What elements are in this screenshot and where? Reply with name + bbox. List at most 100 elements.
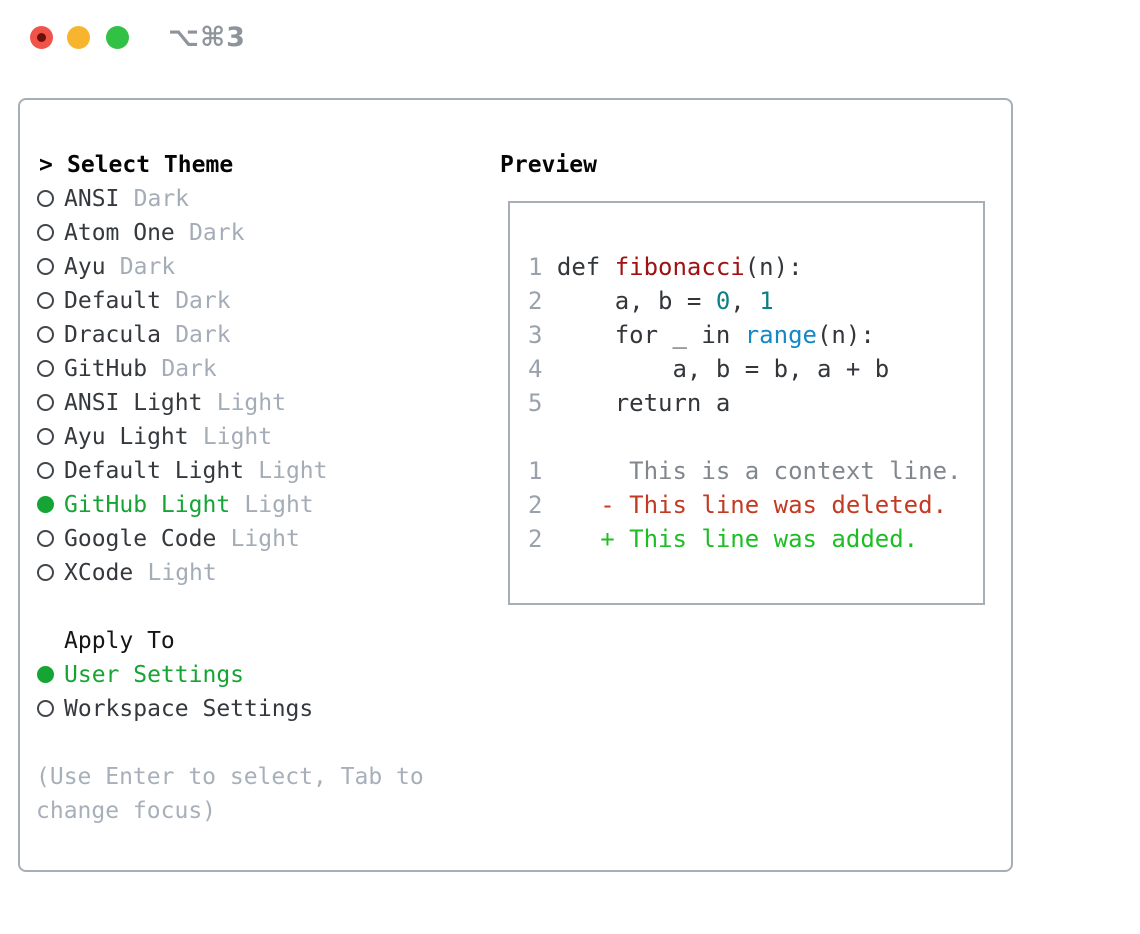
theme-name: ANSI <box>64 186 120 212</box>
help-line-1: (Use Enter to select, Tab to <box>36 764 424 790</box>
line-number: 1 <box>528 253 543 281</box>
radio-icon <box>36 318 64 353</box>
close-dot-icon <box>37 33 46 42</box>
code-token: 0 <box>715 287 731 315</box>
radio-icon <box>36 182 64 217</box>
caret-icon: > <box>39 152 53 178</box>
theme-name: XCode <box>64 560 134 586</box>
preview-line: 1 def fibonacci(n): <box>528 250 983 284</box>
code-token: (n): <box>816 321 875 349</box>
theme-option-ayu-light[interactable]: Ayu Light Light <box>36 420 486 454</box>
apply-option-user-settings[interactable]: User Settings <box>36 658 486 692</box>
apply-option-label: User Settings <box>64 662 245 688</box>
apply-to-title: Apply To <box>64 628 175 654</box>
code-token: a, b = <box>556 287 716 315</box>
theme-variant-label: Dark <box>175 322 231 348</box>
theme-name: GitHub Light <box>64 492 231 518</box>
preview-line: 2 + This line was added. <box>528 522 983 556</box>
theme-option-default-light[interactable]: Default Light Light <box>36 454 486 488</box>
theme-name: ANSI Light <box>64 390 203 416</box>
theme-variant-label: Light <box>202 424 273 450</box>
radio-selected-icon <box>36 658 64 693</box>
theme-name: Default Light <box>64 458 245 484</box>
theme-name: Ayu Light <box>64 424 189 450</box>
theme-option-default[interactable]: Default Dark <box>36 284 486 318</box>
theme-option-dracula[interactable]: Dracula Dark <box>36 318 486 352</box>
radio-icon <box>36 454 64 489</box>
radio-icon <box>36 250 64 285</box>
apply-to-header: Apply To <box>36 624 486 658</box>
theme-option-github[interactable]: GitHub Dark <box>36 352 486 386</box>
close-button[interactable] <box>30 26 53 49</box>
theme-option-xcode[interactable]: XCode Light <box>36 556 486 590</box>
radio-icon <box>36 386 64 421</box>
code-token: - This line was deleted. <box>556 491 948 519</box>
code-token: (n): <box>744 253 803 281</box>
maximize-button[interactable] <box>106 26 129 49</box>
theme-variant-label: Dark <box>175 288 231 314</box>
radio-icon <box>36 556 64 591</box>
preview-line: 2 - This line was deleted. <box>528 488 983 522</box>
select-theme-header: > Select Theme <box>36 148 486 182</box>
theme-variant-label: Light <box>258 458 328 484</box>
code-token: This is a context line. <box>556 457 962 485</box>
theme-variant-label: Dark <box>161 356 217 382</box>
preview-line: 3 for _ in range(n): <box>528 318 983 352</box>
code-token: range <box>744 321 817 349</box>
line-number: 2 <box>528 287 543 315</box>
code-token: + This line was added. <box>556 525 919 553</box>
theme-variant-label: Light <box>230 526 300 552</box>
radio-icon <box>36 420 64 455</box>
theme-option-github-light[interactable]: GitHub Light Light <box>36 488 486 522</box>
theme-name: Google Code <box>64 526 217 552</box>
code-token: def <box>556 253 615 281</box>
theme-option-ansi[interactable]: ANSI Dark <box>36 182 486 216</box>
preview-title: Preview <box>500 152 597 178</box>
code-token: , <box>730 287 760 315</box>
radio-icon <box>36 692 64 727</box>
preview-line <box>528 420 983 454</box>
theme-option-google-code[interactable]: Google Code Light <box>36 522 486 556</box>
code-token: return a <box>556 389 731 417</box>
code-token: fibonacci <box>614 253 745 281</box>
minimize-button[interactable] <box>67 26 90 49</box>
radio-icon <box>36 352 64 387</box>
theme-name: Default <box>64 288 161 314</box>
theme-option-ansi-light[interactable]: ANSI Light Light <box>36 386 486 420</box>
theme-variant-label: Light <box>244 492 314 518</box>
line-number: 4 <box>528 355 543 383</box>
radio-icon <box>36 284 64 319</box>
apply-option-workspace-settings[interactable]: Workspace Settings <box>36 692 486 726</box>
code-token: 1 <box>759 287 774 315</box>
theme-name: Ayu <box>64 254 106 280</box>
radio-icon <box>36 522 64 557</box>
theme-variant-label: Light <box>216 390 286 416</box>
keyboard-shortcut-label: ⌥⌘3 <box>168 22 246 53</box>
line-number: 2 <box>528 525 543 553</box>
select-theme-title: Select Theme <box>67 152 234 178</box>
theme-name: Atom One <box>64 220 175 246</box>
apply-option-label: Workspace Settings <box>64 696 314 722</box>
line-number: 5 <box>528 389 543 417</box>
theme-name: Dracula <box>64 322 161 348</box>
radio-icon <box>36 216 64 251</box>
titlebar: ⌥⌘3 <box>0 0 1140 74</box>
theme-name: GitHub <box>64 356 148 382</box>
preview-line: 5 return a <box>528 386 983 420</box>
preview-line: 2 a, b = 0, 1 <box>528 284 983 318</box>
theme-variant-label: Light <box>147 560 217 586</box>
line-number: 3 <box>528 321 543 349</box>
code-token: for _ in <box>556 321 745 349</box>
theme-variant-label: Dark <box>133 186 190 212</box>
radio-selected-icon <box>36 488 64 523</box>
code-token: a, b = b, a + b <box>556 355 890 383</box>
preview-line: 1 This is a context line. <box>528 454 983 488</box>
line-number: 1 <box>528 457 543 485</box>
